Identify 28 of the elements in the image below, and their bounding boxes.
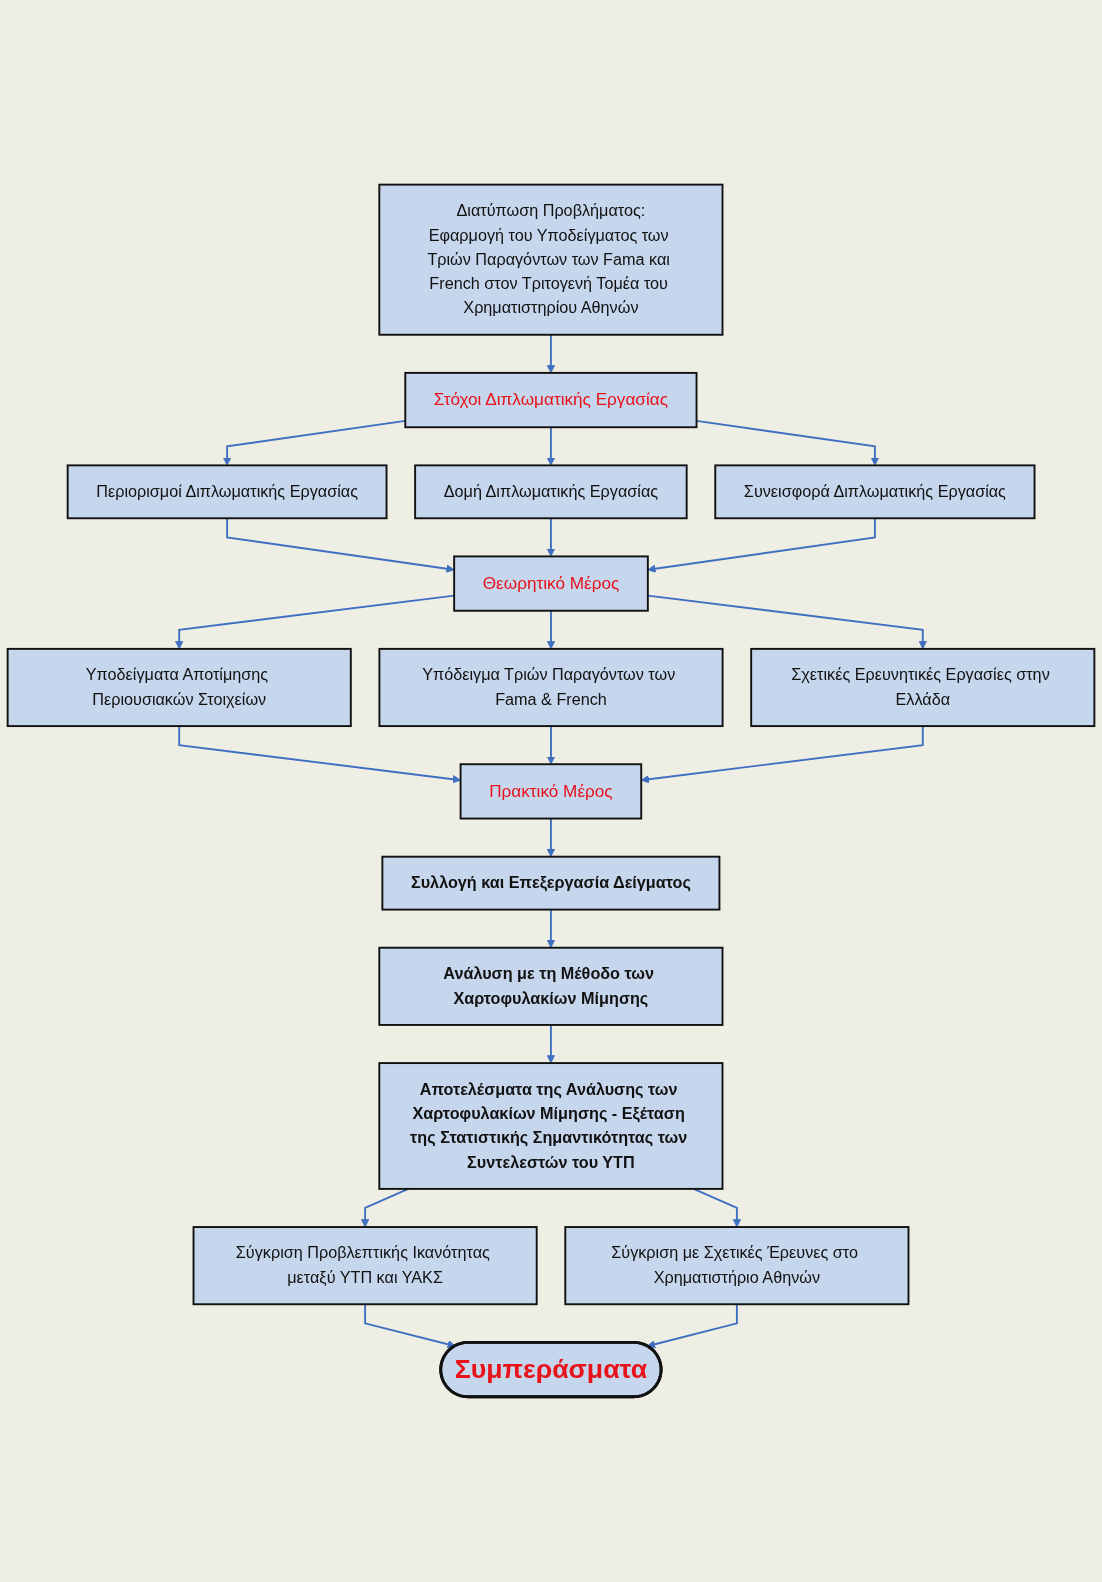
arrow xyxy=(546,517,556,558)
arrow xyxy=(546,817,556,858)
node-box: Υποδείγματα Αποτίμησης Περιουσιακών Στοιχείων xyxy=(6,648,352,728)
arrow xyxy=(226,517,455,574)
node-box: Δομή Διπλωματικής Εργασίας xyxy=(414,464,688,520)
node-box: Διατύπωση Προβλήματος: Εφαρμογή του Υποδείγματος των Τριών Παραγόντων των Fama και French στον Τριτογενή Τομέα του Χρηματιστηρίου Αθηνών xyxy=(378,184,724,337)
node-box: Συνεισφορά Διπλωματικής Εργασίας xyxy=(714,464,1036,520)
node-box: Πρακτικό Μέρος xyxy=(459,763,643,820)
arrow xyxy=(546,725,556,765)
node-box: Ανάλυση με τη Μέθοδο των Χαρτοφυλακίων Μίμησης xyxy=(378,947,724,1027)
arrow xyxy=(546,334,556,374)
node-box: Αποτελέσματα της Ανάλυσης των Χαρτοφυλακίων Μίμησης - Εξέταση της Στατιστικής Σημαντικότητας των Συντελεστών του ΥΤΠ xyxy=(378,1062,724,1191)
arrow xyxy=(546,610,556,650)
node-box: Σύγκριση Προβλεπτικής Ικανότητας μεταξύ ΥΤΠ και ΥΑΚΣ xyxy=(192,1226,538,1306)
arrow xyxy=(364,1303,456,1349)
node-box: Συλλογή και Επεξεργασία Δείγματος xyxy=(381,856,721,911)
arrow xyxy=(647,517,876,574)
arrow xyxy=(178,725,461,784)
node-box: Σύγκριση με Σχετικές Έρευνες στο Χρηματιστήριο Αθηνών xyxy=(564,1226,910,1306)
node-box: Περιορισμοί Διπλωματικής Εργασίας xyxy=(66,464,388,520)
arrow xyxy=(546,908,556,949)
arrow xyxy=(546,426,556,467)
node-box: Θεωρητικό Μέρος xyxy=(453,555,649,613)
node-box: Σχετικές Ερευνητικές Εργασίες στην Ελλάδα xyxy=(750,648,1096,728)
node-box: Υπόδειγμα Τριών Παραγόντων των Fama & French xyxy=(378,648,724,728)
node-box: Στόχοι Διπλωματικής Εργασίας xyxy=(404,372,698,429)
arrow xyxy=(647,1303,738,1349)
arrow xyxy=(546,1024,556,1064)
